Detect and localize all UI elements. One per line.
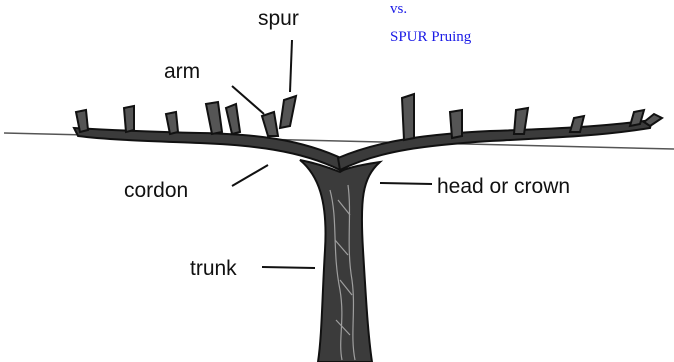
trunk-leader <box>261 266 316 269</box>
label-head-or-crown: head or crown <box>437 175 571 198</box>
left-cordon <box>72 126 347 172</box>
title-line-2: SPUR Pruing <box>390 29 472 45</box>
spur-leader <box>289 39 293 93</box>
leader-lines <box>231 39 433 269</box>
head-leader <box>379 182 433 185</box>
spurs-right <box>400 92 664 142</box>
cordon-leader <box>231 164 269 187</box>
label-trunk: trunk <box>190 257 237 280</box>
trunk <box>299 159 384 362</box>
trunk-bark-texture <box>329 184 356 361</box>
label-arm: arm <box>164 60 201 83</box>
label-cordon: cordon <box>124 179 189 202</box>
title-line-1: vs. <box>390 1 408 17</box>
label-spur: spur <box>258 7 299 30</box>
spurs-left <box>74 94 298 137</box>
arm-leader <box>231 85 265 115</box>
